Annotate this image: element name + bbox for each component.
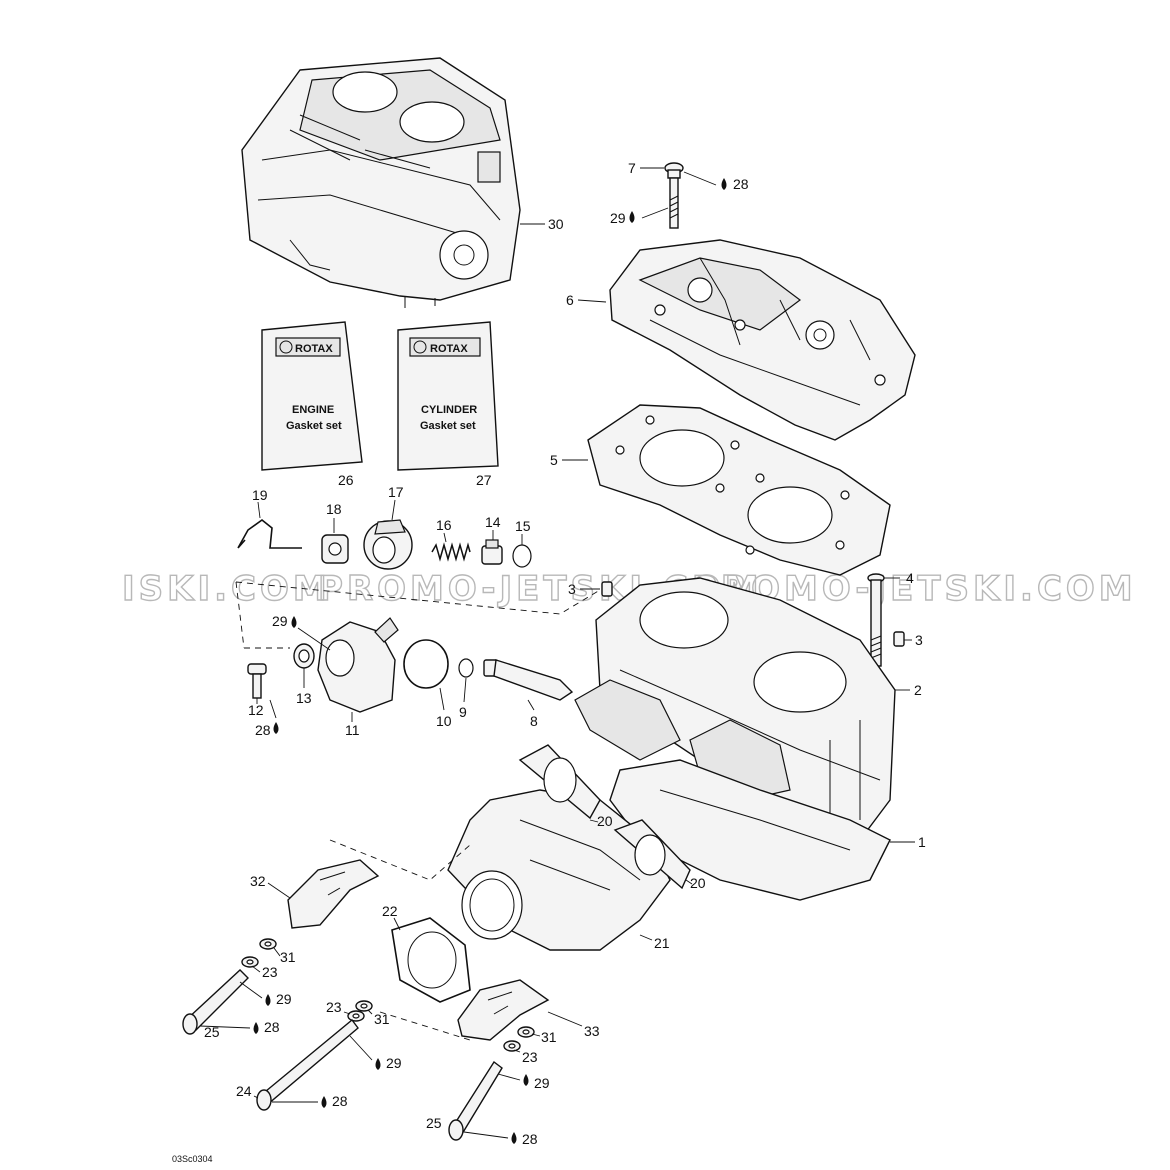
label-8: 8 <box>530 713 538 729</box>
label-20-b: 20 <box>690 875 706 891</box>
label-25-b: 25 <box>426 1115 442 1131</box>
gasket-20-b: 20 <box>613 819 706 891</box>
label-28-c: 28 <box>264 1019 280 1035</box>
cylinder-gasket-line1: CYLINDER <box>421 404 477 416</box>
bolt-25-b: 29 28 25 <box>426 1060 550 1147</box>
label-23-a: 23 <box>262 964 278 980</box>
label-10: 10 <box>436 713 452 729</box>
label-7: 7 <box>628 160 636 176</box>
label-23-b: 23 <box>326 999 342 1015</box>
washer-23-a: 23 <box>241 956 278 980</box>
cylinder-block: 2 <box>574 577 922 841</box>
engine-gasket-line1: ENGINE <box>292 404 334 416</box>
label-31-b: 31 <box>374 1011 390 1027</box>
label-22: 22 <box>382 903 398 919</box>
cylinder-gasket-set: ROTAX CYLINDER Gasket set 27 <box>397 321 499 488</box>
valve-14: 14 <box>481 514 503 565</box>
label-5: 5 <box>550 452 558 468</box>
label-33: 33 <box>584 1023 600 1039</box>
cylinder-gasket-line2: Gasket set <box>420 420 476 432</box>
watermark-left: ISKI.COM <box>122 569 331 609</box>
label-27: 27 <box>476 472 492 488</box>
washer-31-b: 31 <box>355 1000 390 1027</box>
label-23-c: 23 <box>522 1049 538 1065</box>
figure-code: 03Sc0304 <box>172 1154 213 1164</box>
label-25-a: 25 <box>204 1024 220 1040</box>
seal-13: 13 <box>293 643 315 706</box>
drop-29-b: 29 <box>272 613 331 651</box>
label-28-a: 28 <box>733 176 749 192</box>
label-11: 11 <box>345 722 360 738</box>
label-15: 15 <box>515 518 531 534</box>
label-29-d: 29 <box>386 1055 402 1071</box>
label-1: 1 <box>918 834 926 850</box>
engine-gasket-line2: Gasket set <box>286 420 342 432</box>
o-ring-10: 10 <box>403 639 452 729</box>
label-21: 21 <box>654 935 670 951</box>
washer-23-c: 23 <box>503 1040 538 1065</box>
washer-23-b: 23 <box>326 999 365 1022</box>
dowel-pin-3a: 3 <box>568 581 613 597</box>
label-20-a: 20 <box>597 813 613 829</box>
bracket-32: 32 <box>250 859 380 929</box>
ring-15: 15 <box>512 518 532 568</box>
clip-19: 19 <box>237 487 302 549</box>
bolt-7: 7 28 29 <box>610 160 749 229</box>
cylinder-gasket-brand: ROTAX <box>430 343 468 355</box>
label-16: 16 <box>436 517 452 533</box>
spring-16: 16 <box>431 517 471 562</box>
label-3-a: 3 <box>568 581 576 597</box>
label-28-b: 28 <box>255 722 271 738</box>
label-9: 9 <box>459 704 467 720</box>
label-29-c: 29 <box>276 991 292 1007</box>
label-4: 4 <box>906 570 914 586</box>
label-30: 30 <box>548 216 564 232</box>
label-26: 26 <box>338 472 354 488</box>
label-2: 2 <box>914 682 922 698</box>
gasket-22: 22 <box>382 903 471 1003</box>
head-gasket: 5 <box>550 404 891 576</box>
label-28-e: 28 <box>522 1131 538 1147</box>
bolt-25-a: 29 28 25 <box>182 969 292 1040</box>
label-31-c: 31 <box>541 1029 557 1045</box>
label-12: 12 <box>248 702 264 718</box>
washer-31-c: 31 <box>517 1026 557 1045</box>
label-29-a: 29 <box>610 210 626 226</box>
label-18: 18 <box>326 501 342 517</box>
label-24: 24 <box>236 1083 252 1099</box>
label-29-e: 29 <box>534 1075 550 1091</box>
label-29-b: 29 <box>272 613 288 629</box>
valve-rod-8: 8 <box>483 659 574 729</box>
label-31-a: 31 <box>280 949 296 965</box>
label-28-d: 28 <box>332 1093 348 1109</box>
label-17: 17 <box>388 484 404 500</box>
part-18: 18 <box>321 501 349 564</box>
housing-cover-17: 17 <box>363 484 413 570</box>
label-3-b: 3 <box>915 632 923 648</box>
label-13: 13 <box>296 690 312 706</box>
bracket-33: 33 <box>457 979 600 1041</box>
label-6: 6 <box>566 292 574 308</box>
washer-31-a: 31 <box>259 938 296 965</box>
pump-housing-11: 11 <box>317 617 399 738</box>
engine-gasket-brand: ROTAX <box>295 343 333 355</box>
engine-gasket-set: ROTAX ENGINE Gasket set 26 <box>261 321 363 488</box>
label-32: 32 <box>250 873 266 889</box>
label-14: 14 <box>485 514 501 530</box>
engine-block: 30 <box>241 57 564 308</box>
bolt-24: 29 28 24 <box>236 1018 402 1111</box>
ring-9: 9 <box>458 658 474 720</box>
cylinder-head: 6 <box>566 239 916 441</box>
screw-12: 12 28 <box>247 663 279 738</box>
dowel-pin-3b: 3 <box>893 631 923 648</box>
label-19: 19 <box>252 487 268 503</box>
assembly-dashed-lines <box>235 581 601 649</box>
gasket-20-a: 20 <box>518 744 613 829</box>
